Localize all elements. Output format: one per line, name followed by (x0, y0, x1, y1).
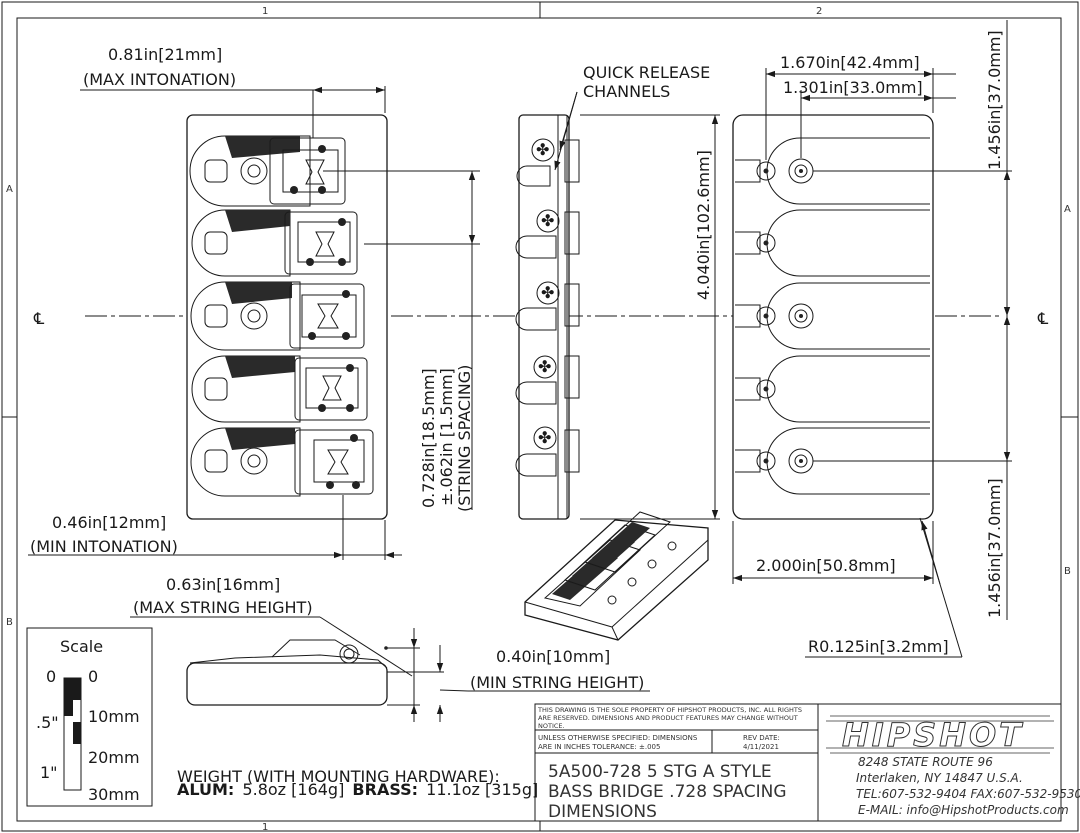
side-view: ✤ ✤ ✤ ✤ ✤ (515, 114, 580, 520)
notice-line-2: ARE RESERVED. DIMENSIONS AND PRODUCT FEA… (538, 714, 798, 722)
scale-left-half: .5" (36, 713, 59, 732)
dim-overall-length: 4.040in[102.6mm] (580, 114, 720, 520)
scale-box: Scale 0 .5" 1" 0 10mm 20mm 30mm (26, 627, 153, 807)
hipshot-logo: HIPSHOT (826, 716, 1054, 755)
slot-4 (735, 355, 930, 423)
slot-3 (735, 282, 930, 350)
title-block: THIS DRAWING IS THE SOLE PROPERTY OF HIP… (534, 703, 1080, 822)
dim-2000: 2.000in[50.8mm] (756, 556, 896, 575)
svg-text:✤: ✤ (536, 140, 549, 159)
address-line-2: Interlaken, NY 14847 U.S.A. (856, 771, 1023, 785)
dim-1456-bottom: 1.456in[37.0mm] (985, 478, 1004, 618)
weight-line1: WEIGHT (WITH MOUNTING HARDWARE): (177, 767, 500, 786)
tolerance-line-1: UNLESS OTHERWISE SPECIFIED: DIMENSIONS (538, 734, 698, 742)
dim-min-intonation: 0.46in[12mm] (MIN INTONATION) (28, 495, 402, 560)
isometric-view (524, 511, 709, 641)
saddle-3 (190, 281, 365, 351)
callout-quick-release: QUICK RELEASE CHANNELS (554, 63, 710, 171)
min-intonation-dim: 0.46in[12mm] (52, 513, 166, 532)
scale-left-0: 0 (46, 667, 56, 686)
svg-text:✤: ✤ (538, 357, 551, 376)
min-string-height-label: (MIN STRING HEIGHT) (470, 673, 644, 692)
dim-1670: 1.670in[42.4mm] (780, 53, 920, 72)
notice-line-3: NOTICE. (538, 722, 565, 730)
address-line-4: E-MAIL: info@HipshotProducts.com (858, 803, 1069, 817)
weight-brass-value: 11.1oz [315g] (426, 780, 538, 799)
weight-note: WEIGHT (WITH MOUNTING HARDWARE): ALUM: 5… (177, 767, 538, 799)
overall-length-dim: 4.040in[102.6mm] (694, 150, 713, 300)
height-view: 0.63in[16mm] (MAX STRING HEIGHT) 0.40in[… (130, 575, 650, 722)
saddle-2 (191, 209, 358, 277)
weight-alum-label: ALUM: (177, 780, 234, 799)
svg-text:✤: ✤ (541, 211, 554, 230)
scale-right-10: 10mm (88, 707, 140, 726)
min-string-height-dim: 0.40in[10mm] (496, 647, 610, 666)
max-string-height-label: (MAX STRING HEIGHT) (133, 598, 313, 617)
title-line-2: BASS BRIDGE .728 SPACING (548, 782, 787, 802)
channel-2: ✤ (515, 209, 580, 259)
radius-dim: R0.125in[3.2mm] (808, 637, 949, 656)
string-spacing-tolerance: ±.062in [1.5mm] (437, 368, 456, 506)
address-line-1: 8248 STATE ROUTE 96 (858, 755, 993, 769)
max-string-height-dim: 0.63in[16mm] (166, 575, 280, 594)
zone-bottom-1: 1 (262, 822, 268, 833)
channel-4: ✤ (515, 355, 580, 405)
rev-date-label: REV DATE: (743, 734, 780, 742)
title-line-3: DIMENSIONS (548, 802, 657, 822)
string-spacing-dim: 0.728in[18.5mm] (419, 368, 438, 508)
max-intonation-dim: 0.81in[21mm] (108, 45, 222, 64)
zone-right-a: A (1064, 204, 1071, 215)
weight-alum-value: 5.8oz [164g] (242, 780, 344, 799)
weight-brass-label: BRASS: (352, 780, 418, 799)
tolerance-line-2: ARE IN INCHES TOLERANCE: ±.005 (538, 743, 660, 751)
svg-text:✤: ✤ (538, 428, 551, 447)
bottom-view-dimensions: 1.670in[42.4mm] 1.301in[33.0mm] 1.456in[… (732, 20, 1012, 658)
scale-left-1: 1" (40, 763, 58, 782)
channel-1: ✤ (516, 138, 580, 187)
dim-max-intonation: 0.81in[21mm] (MAX INTONATION) (80, 45, 386, 138)
svg-text:ALUM: 5.8oz [164g]: ALUM: 5.8oz [164g] BRASS: 11.1oz [315g] (177, 780, 538, 799)
iso-saddles (543, 511, 677, 607)
scale-title: Scale (60, 637, 103, 656)
scale-right-0: 0 (88, 667, 98, 686)
scale-right-20: 20mm (88, 748, 140, 767)
centerline-symbol-right: ℄ (1037, 309, 1049, 328)
slot-2 (735, 209, 930, 277)
max-intonation-label: (MAX INTONATION) (83, 70, 236, 89)
channel-3: ✤ (515, 281, 580, 331)
centerline-symbol-left: ℄ (33, 309, 45, 328)
bottom-view (732, 114, 934, 520)
zone-right-b: B (1064, 566, 1071, 577)
notice-line-1: THIS DRAWING IS THE SOLE PROPERTY OF HIP… (537, 706, 802, 714)
string-spacing-label: (STRING SPACING) (455, 365, 474, 512)
dim-string-spacing: 0.728in[18.5mm] ±.062in [1.5mm] (STRING … (323, 170, 480, 512)
top-view (186, 114, 388, 520)
quick-release-label-1: QUICK RELEASE (583, 63, 710, 82)
saddle-4 (191, 355, 368, 423)
logo-text: HIPSHOT (842, 716, 1024, 754)
svg-text:✤: ✤ (541, 283, 554, 302)
channel-5: ✤ (515, 426, 580, 477)
zone-top-1: 1 (262, 6, 268, 17)
dim-1456-top: 1.456in[37.0mm] (985, 30, 1004, 170)
title-line-1: 5A500-728 5 STG A STYLE (548, 762, 772, 782)
min-intonation-label: (MIN INTONATION) (30, 537, 178, 556)
saddle-5 (190, 427, 374, 497)
zone-left-a: A (6, 184, 13, 195)
dim-1301: 1.301in[33.0mm] (783, 78, 923, 97)
slot-5 (735, 427, 930, 495)
rev-date-value: 4/11/2021 (743, 743, 779, 751)
zone-top-2: 2 (816, 6, 822, 17)
address-line-3: TEL:607-532-9404 FAX:607-532-9530 (856, 787, 1080, 801)
scale-right-30: 30mm (88, 785, 140, 804)
zone-left-b: B (6, 617, 13, 628)
quick-release-label-2: CHANNELS (583, 82, 670, 101)
